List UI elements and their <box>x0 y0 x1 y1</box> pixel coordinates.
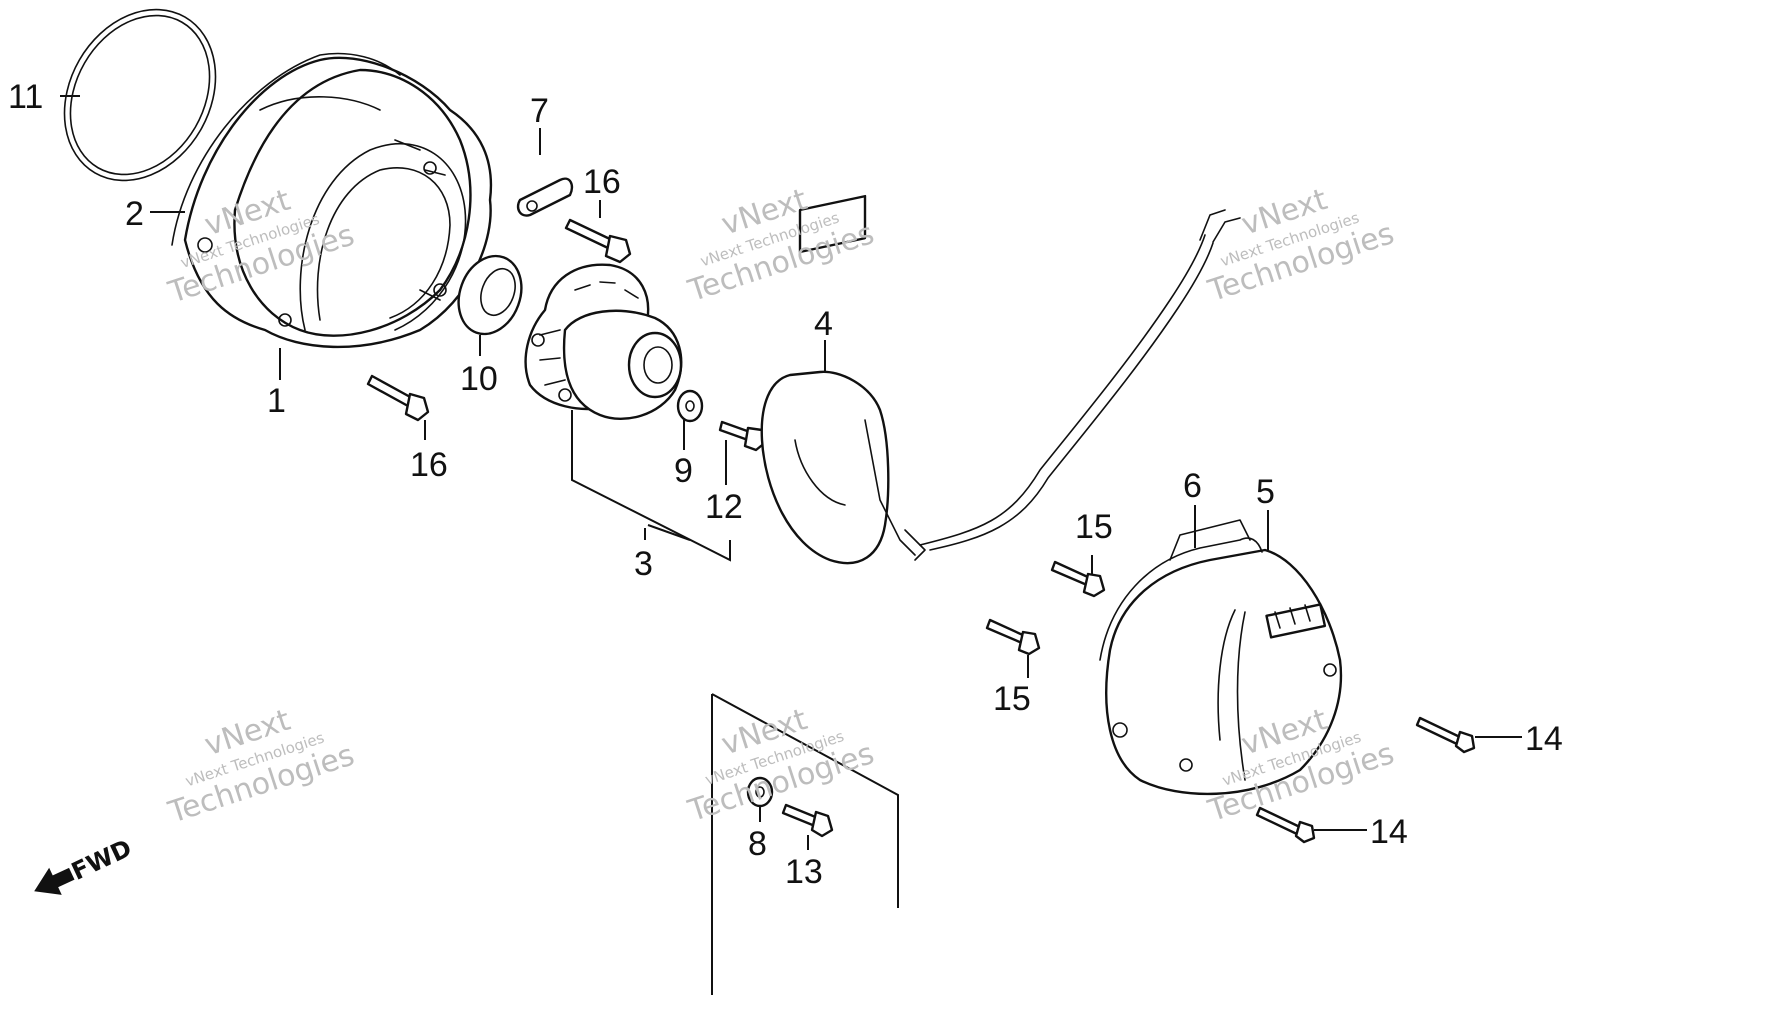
part-5-cover <box>1105 548 1343 796</box>
callout-13: 13 <box>785 853 823 891</box>
watermark-2: vNext vNext Technologies Technologies <box>683 182 878 309</box>
part-15-bolt-lower <box>985 618 1041 656</box>
leader-lines <box>60 95 1522 850</box>
part-16-bolt-upper <box>564 218 632 264</box>
callout-1: 1 <box>267 382 286 420</box>
fwd-arrow-icon <box>34 867 75 895</box>
callout-16-upper: 16 <box>583 163 621 201</box>
callout-14-upper: 14 <box>1525 720 1563 758</box>
callouts: 11 2 1 7 16 16 10 9 12 3 4 6 5 15 15 14 … <box>8 78 1563 891</box>
part-2-gasket <box>171 52 401 246</box>
callout-3: 3 <box>634 545 653 583</box>
fwd-direction-indicator: FWD <box>34 834 136 895</box>
part-13-screw <box>781 803 834 838</box>
part-16-bolt-lower <box>366 374 430 422</box>
part-6-gasket <box>1099 519 1263 661</box>
callout-16-lower: 16 <box>410 446 448 484</box>
callout-15-lower: 15 <box>993 680 1031 718</box>
part-4-pulser-coil <box>760 194 926 565</box>
callout-9: 9 <box>674 452 693 490</box>
part-9-washer <box>676 389 704 423</box>
callout-11: 11 <box>8 78 43 116</box>
inset-frame <box>711 693 899 995</box>
part-15-bolt-upper <box>1050 560 1106 598</box>
callout-12: 12 <box>705 488 743 526</box>
watermark-3: vNext vNext Technologies Technologies <box>1203 182 1398 309</box>
part-7-clamp <box>516 177 574 217</box>
part-3-stator-assembly <box>524 263 683 420</box>
watermark-5: vNext vNext Technologies Technologies <box>683 702 878 829</box>
callout-14-lower: 14 <box>1370 813 1408 851</box>
watermark-4: vNext vNext Technologies Technologies <box>164 703 359 831</box>
callout-10: 10 <box>460 360 498 398</box>
wire-harness <box>919 209 1241 551</box>
callout-7: 7 <box>530 92 549 130</box>
callout-15-upper: 15 <box>1075 508 1113 546</box>
part-10-oil-seal <box>457 254 523 336</box>
callout-6: 6 <box>1183 467 1202 505</box>
callout-2: 2 <box>125 195 144 233</box>
part-14-screw-lower <box>1255 806 1316 844</box>
callout-8: 8 <box>748 825 767 863</box>
callout-4: 4 <box>814 305 833 343</box>
part-11-o-ring <box>63 8 217 182</box>
part-14-screw-upper <box>1415 716 1476 754</box>
part-1-housing <box>183 56 493 349</box>
fwd-label: FWD <box>67 834 136 886</box>
callout-5: 5 <box>1256 473 1275 511</box>
